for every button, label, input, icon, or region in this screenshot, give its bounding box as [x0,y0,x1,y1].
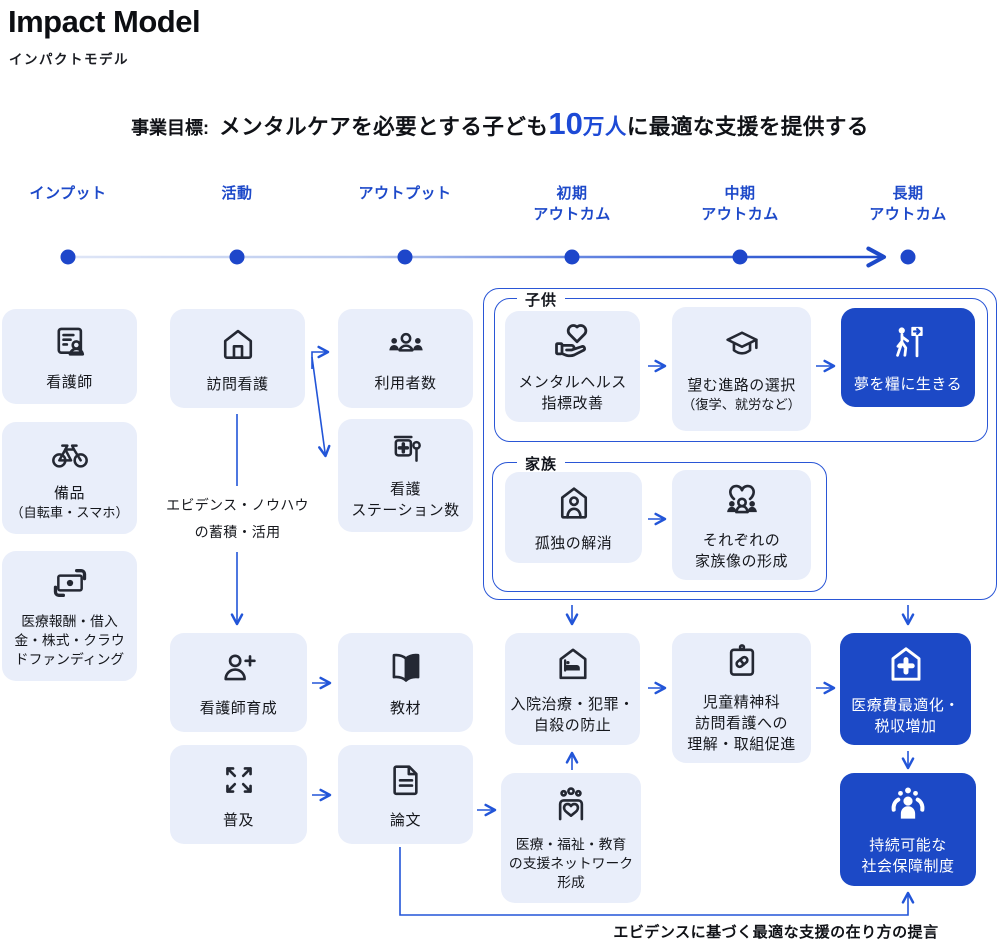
node-live-dream: 夢を糧に生きる [841,308,975,407]
stage-input: インプット [29,185,107,202]
node-family-vision: それぞれの 家族像の形成 [672,470,811,580]
node-nurses: 看護師 [2,309,137,404]
page-subtitle: インパクトモデル [9,52,129,67]
node-understanding: 児童精神科 訪問看護への 理解・取組促進 [672,633,811,763]
node-home-visit: 訪問看護 [170,309,305,408]
node-dissemination: 普及 [170,745,307,844]
open-book-icon [384,647,428,689]
banknote-icon [49,563,91,603]
evidence-knowhow-note: エビデンス・ノウハウ の蓄積・活用 [166,497,309,540]
node-stations-count: 看護 ステーション数 [338,419,473,532]
business-goal: 事業目標: メンタルケアを必要とする子ども10万人に最適な支援を提供する [0,106,1000,142]
node-materials: 教材 [338,633,473,732]
medicine-clipboard-icon [721,641,763,683]
walking-signpost-icon [886,321,930,365]
node-career-choice: 望む進路の選択 （復学、就労など） [672,307,811,431]
stage-long-outcome: 長期アウトカム [869,185,947,223]
goal-prefix: 事業目標: [131,118,210,138]
node-users-count: 利用者数 [338,309,473,408]
node-loneliness: 孤独の解消 [505,472,642,563]
node-funding: 医療報酬・借入 金・株式・クラウ ドファンディング [2,551,137,681]
node-papers: 論文 [338,745,473,844]
children-group-label: 子供 [517,289,566,310]
house-person-icon [553,482,595,524]
graduation-cap-icon [719,324,765,366]
children-group: 子供 [494,289,988,442]
family-group-label: 家族 [517,453,566,474]
node-nurse-training: 看護師育成 [170,633,307,732]
stage-output: アウトプット [358,185,452,202]
hand-heart-icon [550,319,596,363]
outcome-outer-frame [483,288,997,600]
bicycle-icon [47,434,93,474]
page-title: Impact Model [8,4,201,39]
person-plus-icon [217,647,261,689]
support-network-icon [550,784,592,826]
id-card-icon [49,321,91,363]
house-plus-icon [884,642,928,686]
family-heart-icon [719,479,765,521]
stage-early-outcome: 初期アウトカム [533,185,611,223]
timeline-dots [60,249,916,265]
users-icon [384,324,428,364]
community-icon [886,782,930,826]
connector-homecare-to-users [311,345,330,369]
connector-papers-to-security [399,847,915,916]
evidence-proposal-caption: エビデンスに基づく最適な支援の在り方の提言 [613,924,939,941]
connector-homecare-to-stations [311,356,331,458]
node-medical-cost: 医療費最適化・ 税収増加 [840,633,971,745]
document-icon [385,759,427,801]
expand-arrows-icon [218,759,260,801]
family-group: 家族 [492,453,827,592]
house-icon [217,323,259,365]
node-network: 医療・福祉・教育 の支援ネットワーク 形成 [501,773,641,903]
clinic-sign-icon [385,430,427,470]
node-prevention: 入院治療・犯罪・ 自殺の防止 [505,633,640,745]
stage-mid-outcome: 中期アウトカム [701,185,779,223]
stage-activity: 活動 [221,185,253,202]
goal-highlight-unit: 万人 [582,115,627,139]
node-social-security: 持続可能な 社会保障制度 [840,773,976,886]
node-equipment: 備品 （自転車・スマホ） [2,422,137,534]
node-mental-health: メンタルヘルス 指標改善 [505,311,640,422]
hospital-bed-icon [552,643,594,685]
goal-text-after: に最適な支援を提供する [626,115,869,139]
goal-highlight-number: 10 [548,106,583,141]
goal-text-before: メンタルケアを必要とする子ども [219,115,549,139]
